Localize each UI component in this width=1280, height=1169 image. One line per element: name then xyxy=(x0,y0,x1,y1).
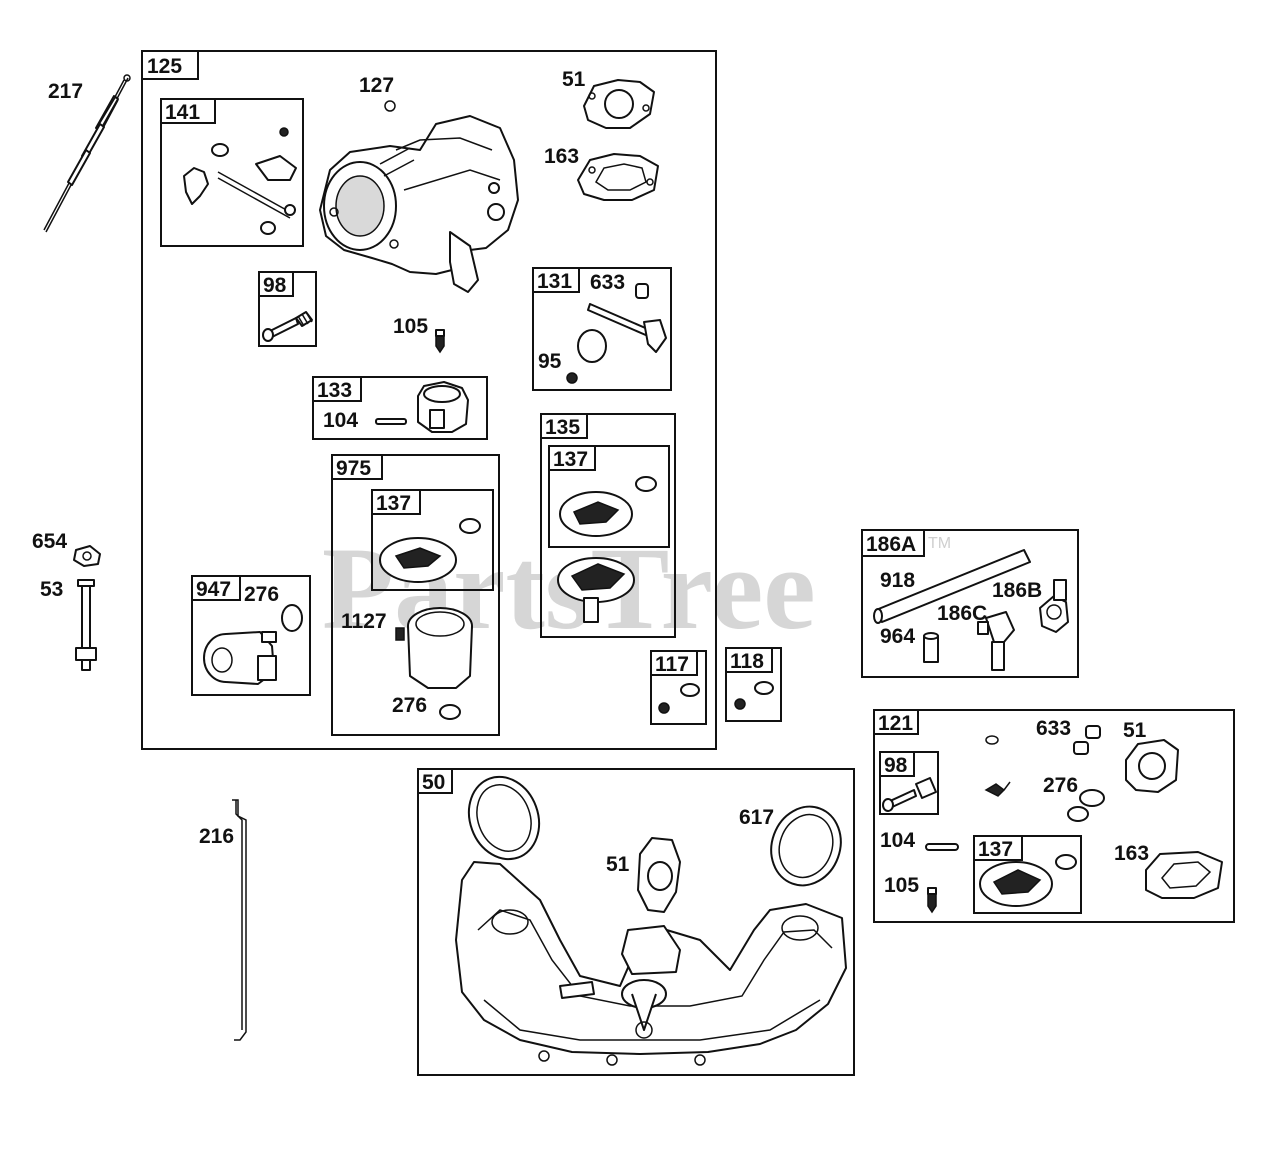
watermark-trademark: TM xyxy=(928,535,951,552)
label-186C: 186C xyxy=(937,602,987,625)
kit-135-fuel-solenoid-base[interactable]: 135 137 xyxy=(540,413,676,638)
kit-121-carburetor-overhaul[interactable]: 121 98 137 xyxy=(873,709,1235,923)
kit-975-float-bowl[interactable]: 975 137 xyxy=(331,454,500,736)
kit-975-label: 975 xyxy=(336,457,371,480)
assembly-50-intake-manifold[interactable]: 50 xyxy=(417,767,855,1076)
label-53: 53 xyxy=(40,578,63,601)
kit-186A-label: 186A xyxy=(866,533,916,556)
label-654: 654 xyxy=(32,530,67,553)
label-633-kit131: 633 xyxy=(590,271,625,294)
part-654-nut[interactable] xyxy=(73,545,101,567)
kit-118-jet[interactable]: 118 xyxy=(725,647,782,722)
label-217: 217 xyxy=(48,80,83,103)
part-105-main-jet[interactable] xyxy=(435,329,445,354)
kit-117-jet[interactable]: 117 xyxy=(650,650,707,725)
part-127-ring[interactable] xyxy=(384,100,396,112)
label-105-kit121: 105 xyxy=(884,874,919,897)
label-104-kit133: 104 xyxy=(323,409,358,432)
kit-131-label: 131 xyxy=(537,270,572,293)
kit-117-label: 117 xyxy=(655,653,689,676)
label-163-kit121: 163 xyxy=(1114,842,1149,865)
kit-186A-fuel-pump[interactable]: 186A xyxy=(861,529,1079,678)
label-276-kit121: 276 xyxy=(1043,774,1078,797)
label-276-kit947: 276 xyxy=(244,583,279,606)
label-964: 964 xyxy=(880,625,915,648)
kit-141-label: 141 xyxy=(165,101,200,124)
kit-137-label-c: 137 xyxy=(978,838,1013,861)
label-51-top: 51 xyxy=(562,68,586,91)
kit-137-label-a: 137 xyxy=(376,492,411,515)
part-217-governor-spring[interactable] xyxy=(43,74,131,233)
label-918: 918 xyxy=(880,569,915,592)
kit-133-label: 133 xyxy=(317,379,352,402)
label-276-kit975: 276 xyxy=(392,694,427,717)
kit-121-label: 121 xyxy=(878,712,913,735)
label-1127: 1127 xyxy=(341,610,387,633)
label-105-center: 105 xyxy=(393,315,428,338)
kit-137-label-b: 137 xyxy=(553,448,588,471)
kit-135-label: 135 xyxy=(545,416,580,439)
part-51-gasket[interactable] xyxy=(583,79,655,129)
kit-98-label: 98 xyxy=(263,274,287,297)
kit-141-choke-linkage[interactable]: 141 xyxy=(160,98,304,247)
kit-947-label: 947 xyxy=(196,578,231,601)
kit-118-label: 118 xyxy=(730,650,764,673)
kit-131-throttle-shaft[interactable]: 131 xyxy=(532,267,672,391)
assembly-50-label: 50 xyxy=(422,771,445,794)
kit-947-solenoid[interactable]: 947 xyxy=(191,575,311,696)
part-216-throttle-link[interactable] xyxy=(232,799,247,1041)
part-163-gasket[interactable] xyxy=(577,153,659,201)
assembly-125[interactable]: 125 xyxy=(141,50,717,750)
label-617: 617 xyxy=(739,806,774,829)
label-127: 127 xyxy=(359,74,394,97)
label-51-kit121: 51 xyxy=(1123,719,1147,742)
kit-133-float[interactable]: 133 xyxy=(312,376,488,440)
label-216: 216 xyxy=(199,825,234,848)
kit-98-label-b: 98 xyxy=(884,754,908,777)
label-104-kit121: 104 xyxy=(880,829,915,852)
label-186B: 186B xyxy=(992,579,1042,602)
part-53-stud[interactable] xyxy=(75,579,97,671)
label-163-top: 163 xyxy=(544,145,579,168)
label-633-kit121: 633 xyxy=(1036,717,1071,740)
kit-98-idle-screw[interactable]: 98 xyxy=(258,271,317,347)
part-carburetor-body[interactable] xyxy=(319,115,519,293)
label-51-manifold: 51 xyxy=(606,853,630,876)
label-95: 95 xyxy=(538,350,562,373)
assembly-125-label: 125 xyxy=(147,55,182,78)
